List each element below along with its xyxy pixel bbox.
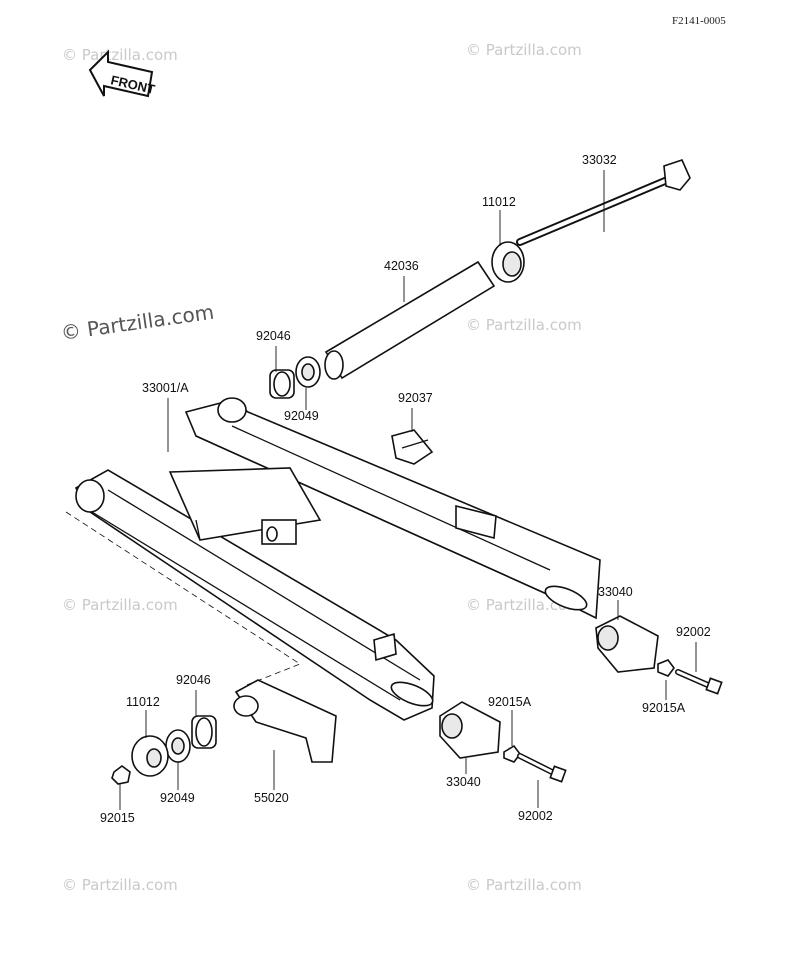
watermark: © Partzilla.com (466, 876, 582, 894)
part-label-92002-right: 92002 (676, 625, 711, 639)
part-label-33040-right: 33040 (598, 585, 633, 599)
part-label-92049-bottom: 92049 (160, 791, 195, 805)
cap-92037 (391, 429, 434, 465)
swingarm-33001a (74, 397, 601, 721)
collar-11012-top (491, 241, 525, 283)
watermark: © Partzilla.com (466, 316, 582, 334)
alignment-line (65, 511, 301, 687)
chain-adjuster-33040-right (595, 615, 659, 673)
part-label-92046-bottom: 92046 (176, 673, 211, 687)
sleeve-42036 (324, 260, 496, 380)
part-label-92015a-mid: 92015A (488, 695, 532, 709)
nut-92015 (111, 765, 131, 785)
part-label-92049-top: 92049 (284, 409, 319, 423)
nut-92015a-right (657, 659, 675, 677)
part-label-42036: 42036 (384, 259, 419, 273)
part-label-11012-top: 11012 (482, 195, 516, 209)
bolt-92002-right (675, 669, 723, 695)
part-label-92015a-right: 92015A (642, 701, 686, 715)
chain-guard-55020 (233, 679, 337, 763)
part-label-33001a: 33001/A (142, 381, 189, 395)
chain-adjuster-33040-mid (439, 701, 501, 759)
part-label-92002-mid: 92002 (518, 809, 553, 823)
bearing-92049-bottom (165, 729, 191, 763)
watermark: © Partzilla.com (466, 41, 582, 59)
part-label-55020: 55020 (254, 791, 289, 805)
watermark: © Partzilla.com (62, 876, 178, 894)
reference-code: F2141-0005 (672, 15, 726, 27)
watermark: © Partzilla.com (62, 46, 178, 64)
bearing-92049-top (295, 356, 321, 388)
bushing-92046-top (269, 369, 295, 399)
part-label-33032: 33032 (582, 153, 617, 167)
part-label-92037: 92037 (398, 391, 433, 405)
part-label-92015: 92015 (100, 811, 135, 825)
leader-lines (119, 170, 697, 810)
part-label-11012-bottom: 11012 (126, 695, 160, 709)
collar-11012-bottom (131, 735, 169, 777)
front-arrow-icon: FRONT (88, 49, 156, 98)
pivot-bolt-33032 (516, 159, 691, 246)
part-label-92046-top: 92046 (256, 329, 291, 343)
part-label-33040-mid: 33040 (446, 775, 481, 789)
watermark: © Partzilla.com (62, 596, 178, 614)
bolt-92002-mid (517, 753, 567, 783)
part-labels: 33032 11012 42036 92046 92049 92037 3300… (100, 153, 711, 825)
nut-92015a-mid (503, 744, 521, 763)
bushing-92046-bottom (191, 715, 217, 749)
watermark-main: © Partzilla.com (59, 300, 215, 345)
